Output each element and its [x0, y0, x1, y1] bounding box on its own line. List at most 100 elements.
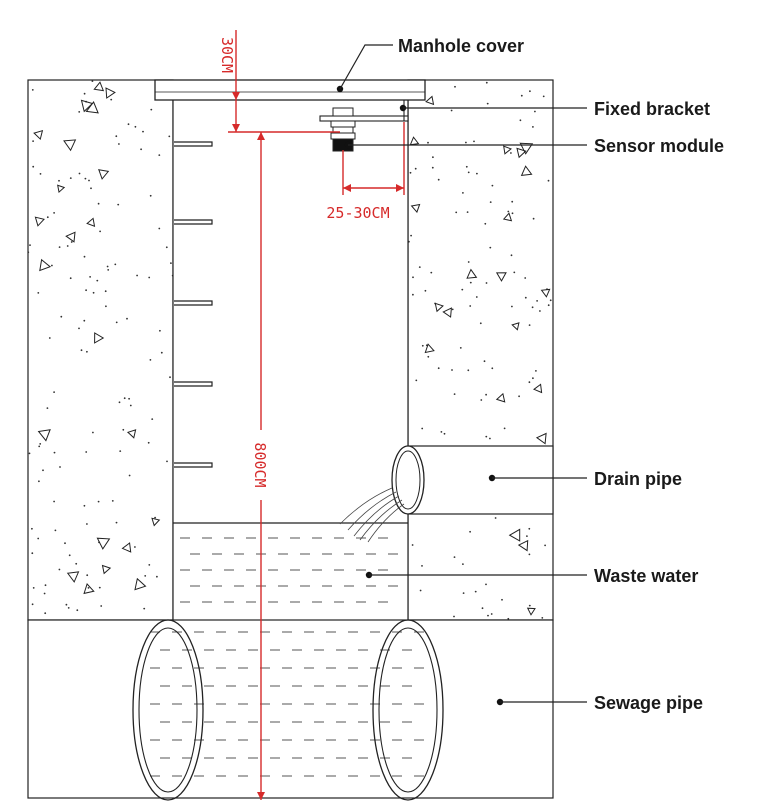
- concrete-speck: [469, 281, 472, 284]
- concrete-speck: [44, 584, 47, 587]
- concrete-speck: [65, 603, 68, 606]
- concrete-speck: [92, 291, 95, 294]
- concrete-speck: [466, 211, 469, 214]
- concrete-aggregate: [134, 577, 147, 591]
- concrete-speck: [100, 605, 103, 607]
- concrete-speck: [414, 167, 417, 170]
- manhole-cover: [154, 79, 426, 101]
- callout-fixed-bracket: Fixed bracket: [399, 99, 710, 119]
- concrete-speck: [544, 544, 546, 547]
- sewage-pipe: [27, 619, 554, 801]
- concrete-aggregate: [66, 571, 80, 583]
- concrete-speck: [427, 355, 430, 358]
- drain-pipe: [339, 445, 554, 543]
- concrete-speck: [75, 562, 78, 565]
- concrete-speck: [119, 450, 122, 452]
- concrete-speck: [443, 432, 446, 435]
- dimension-depth: 800CM: [250, 132, 272, 800]
- concrete-aggregate: [425, 95, 435, 106]
- concrete-aggregate: [57, 184, 66, 194]
- concrete-aggregate: [86, 217, 96, 227]
- concrete-aggregate: [519, 142, 534, 155]
- concrete-speck: [410, 234, 412, 237]
- concrete-speck: [129, 404, 132, 407]
- manhole-cover-label: Manhole cover: [398, 36, 524, 56]
- concrete-speck: [89, 276, 91, 278]
- concrete-aggregate: [65, 231, 76, 243]
- concrete-speck: [134, 546, 136, 548]
- concrete-speck: [432, 156, 434, 159]
- concrete-speck: [92, 431, 94, 434]
- concrete-aggregate: [85, 101, 99, 114]
- concrete-speck: [453, 393, 456, 395]
- concrete-speck: [115, 135, 118, 138]
- concrete-speck: [539, 310, 541, 312]
- concrete-speck: [412, 276, 414, 279]
- concrete-speck: [159, 329, 161, 332]
- concrete-speck: [467, 261, 470, 263]
- concrete-speck: [134, 125, 137, 128]
- concrete-speck: [528, 527, 531, 530]
- concrete-speck: [476, 172, 478, 175]
- concrete-speck: [549, 299, 552, 302]
- concrete-speck: [54, 529, 57, 532]
- concrete-speck: [31, 89, 34, 91]
- waste-water: [173, 522, 408, 603]
- concrete-aggregate: [442, 307, 452, 318]
- concrete-speck: [97, 500, 100, 503]
- concrete-aggregate: [63, 139, 77, 152]
- concrete-speck: [53, 451, 56, 454]
- concrete-speck: [454, 85, 456, 88]
- concrete-speck: [483, 360, 486, 363]
- concrete-speck: [107, 269, 110, 271]
- concrete-speck: [487, 614, 489, 617]
- concrete-speck: [494, 517, 497, 519]
- concrete-speck: [529, 90, 531, 93]
- concrete-speck: [58, 179, 60, 182]
- concrete-aggregate: [495, 272, 507, 282]
- concrete-speck: [85, 289, 87, 292]
- concrete-speck: [51, 264, 53, 267]
- concrete-speck: [86, 350, 88, 353]
- concrete-speck: [467, 171, 470, 174]
- concrete-aggregate: [151, 517, 161, 527]
- concrete-speck: [70, 241, 73, 243]
- concrete-speck: [60, 315, 63, 318]
- concrete-speck: [532, 377, 534, 380]
- concrete-speck: [461, 288, 464, 291]
- concrete-speck: [58, 568, 61, 571]
- concrete-speck: [115, 321, 118, 324]
- concrete-speck: [479, 322, 482, 325]
- concrete-aggregate: [83, 583, 95, 595]
- concrete-speck: [126, 317, 128, 320]
- concrete-speck: [430, 271, 433, 274]
- concrete-speck: [462, 192, 464, 194]
- concrete-speck: [528, 324, 531, 326]
- concrete-speck: [531, 306, 534, 309]
- callout-waste-water: Waste water: [365, 566, 698, 586]
- concrete-aggregate: [466, 268, 478, 279]
- concrete-speck: [511, 212, 514, 215]
- concrete-speck: [431, 166, 434, 169]
- concrete-speck: [524, 277, 527, 279]
- drain-pipe-label: Drain pipe: [594, 469, 682, 489]
- concrete-speck: [541, 617, 544, 619]
- fixed-bracket-label: Fixed bracket: [594, 99, 710, 119]
- concrete-speck: [485, 282, 488, 284]
- concrete-speck: [450, 109, 453, 112]
- concrete-speck: [485, 393, 487, 396]
- concrete-speck: [67, 607, 70, 609]
- concrete-speck: [28, 452, 31, 455]
- concrete-speck: [485, 435, 488, 438]
- concrete-speck: [118, 401, 121, 404]
- concrete-speck: [534, 110, 536, 113]
- concrete-speck: [503, 427, 506, 430]
- concrete-speck: [469, 305, 472, 307]
- concrete-speck: [165, 246, 168, 249]
- callout-sewage-pipe: Sewage pipe: [496, 693, 703, 713]
- concrete-speck: [513, 271, 516, 274]
- concrete-speck: [489, 201, 492, 204]
- concrete-speck: [462, 592, 465, 594]
- concrete-speck: [118, 143, 120, 145]
